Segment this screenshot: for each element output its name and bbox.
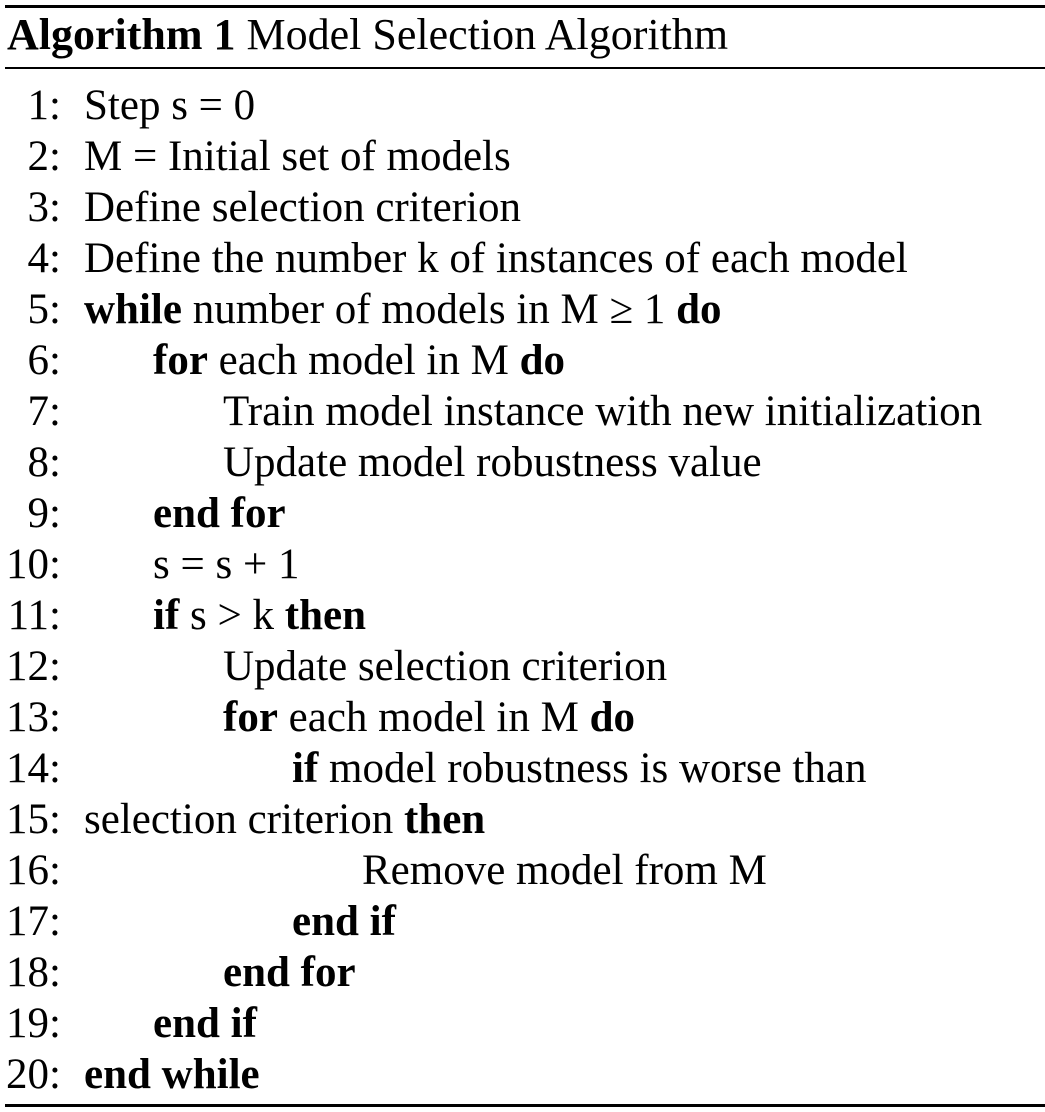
keyword: then — [403, 796, 486, 843]
statement-text: M = Initial set of models — [84, 133, 511, 180]
line-text: Step s = 0 — [84, 80, 255, 131]
algorithm-line: 17: end if — [0, 896, 1045, 947]
statement-text: Train model instance with new initializa… — [223, 388, 983, 435]
line-number: 16: — [6, 847, 61, 894]
algorithm-line: 3: Define selection criterion — [0, 182, 1045, 233]
algorithm-line: 16: Remove model from M — [0, 845, 1045, 896]
statement-text: Define the number k of instances of each… — [84, 235, 908, 282]
line-text: selection criterion then — [84, 794, 485, 845]
line-number: 19: — [6, 1000, 61, 1047]
line-text: end for — [153, 488, 286, 539]
line-number: 7: — [27, 388, 61, 435]
line-text: Remove model from M — [362, 845, 767, 896]
algorithm-line: 1: Step s = 0 — [0, 80, 1045, 131]
algorithm-line: 10: s = s + 1 — [0, 539, 1045, 590]
keyword: do — [519, 337, 565, 384]
keyword: end for — [223, 949, 356, 996]
line-number: 15: — [6, 796, 61, 843]
line-text: end if — [153, 998, 257, 1049]
line-number: 6: — [27, 337, 61, 384]
line-number: 10: — [6, 541, 61, 588]
keyword: end for — [153, 490, 286, 537]
statement-text: Update model robustness value — [223, 439, 762, 486]
keyword: while — [84, 286, 182, 333]
line-text: end if — [292, 896, 396, 947]
keyword: if — [292, 745, 319, 792]
caption-rule — [5, 67, 1045, 69]
keyword: for — [153, 337, 208, 384]
keyword: do — [589, 694, 635, 741]
line-text: Train model instance with new initializa… — [223, 386, 982, 437]
line-number: 2: — [27, 133, 61, 180]
algorithm-line: 18: end for — [0, 947, 1045, 998]
line-text: while number of models in M ≥ 1 do — [84, 284, 722, 335]
algorithm-line: 6: for each model in M do — [0, 335, 1045, 386]
line-text: Define selection criterion — [84, 182, 521, 233]
line-number: 5: — [27, 286, 61, 333]
line-number: 13: — [6, 694, 61, 741]
algorithm-line: 5: while number of models in M ≥ 1 do — [0, 284, 1045, 335]
top-rule — [5, 5, 1045, 8]
line-text: if s > k then — [153, 590, 366, 641]
keyword: end if — [292, 898, 396, 945]
keyword: for — [223, 694, 278, 741]
statement-text: Step s = 0 — [84, 82, 256, 129]
line-number: 20: — [6, 1051, 61, 1098]
bottom-rule — [5, 1104, 1045, 1107]
line-text: end for — [223, 947, 356, 998]
line-text: Update selection criterion — [223, 641, 667, 692]
statement-text: Define selection criterion — [84, 184, 521, 231]
line-text: if model robustness is worse than — [292, 743, 866, 794]
line-number: 11: — [7, 592, 61, 639]
algorithm-line: 7: Train model instance with new initiali… — [0, 386, 1045, 437]
algorithm-line: 12: Update selection criterion — [0, 641, 1045, 692]
line-text: end while — [84, 1049, 260, 1100]
line-number: 1: — [27, 82, 61, 129]
statement-text: s > k — [179, 592, 285, 639]
line-text: for each model in M do — [223, 692, 635, 743]
keyword: end while — [84, 1051, 260, 1098]
line-number: 3: — [27, 184, 61, 231]
algorithm-line: 20: end while — [0, 1049, 1045, 1100]
line-text: for each model in M do — [153, 335, 565, 386]
statement-text: model robustness is worse than — [318, 745, 867, 792]
line-number: 14: — [6, 745, 61, 792]
statement-text: s = s + 1 — [153, 541, 300, 588]
keyword: then — [284, 592, 366, 639]
algorithm-line: 15: selection criterion then — [0, 794, 1045, 845]
algorithm-label: Algorithm 1 — [7, 10, 236, 59]
statement-text: selection criterion — [84, 796, 404, 843]
line-text: Define the number k of instances of each… — [84, 233, 908, 284]
algorithm-line: 11: if s > k then — [0, 590, 1045, 641]
algorithm-line: 19: end if — [0, 998, 1045, 1049]
statement-text: number of models in M ≥ 1 — [181, 286, 677, 333]
line-number: 9: — [27, 490, 61, 537]
line-text: M = Initial set of models — [84, 131, 511, 182]
algorithm-line: 13: for each model in M do — [0, 692, 1045, 743]
line-number: 4: — [27, 235, 61, 282]
statement-text: Remove model from M — [362, 847, 767, 894]
algorithm-line: 14: if model robustness is worse than — [0, 743, 1045, 794]
line-number: 17: — [6, 898, 61, 945]
line-number: 8: — [27, 439, 61, 486]
algorithm-line: 9: end for — [0, 488, 1045, 539]
line-text: s = s + 1 — [153, 539, 299, 590]
algorithm-caption: Algorithm 1 Model Selection Algorithm — [7, 8, 728, 66]
line-number: 18: — [6, 949, 61, 996]
statement-text: Update selection criterion — [223, 643, 668, 690]
statement-text: each model in M — [207, 337, 520, 384]
algorithm-line: 2: M = Initial set of models — [0, 131, 1045, 182]
keyword: do — [676, 286, 722, 333]
algorithm-title: Model Selection Algorithm — [246, 10, 729, 59]
keyword: end if — [153, 1000, 257, 1047]
keyword: if — [153, 592, 180, 639]
algorithm-line: 4: Define the number k of instances of ea… — [0, 233, 1045, 284]
line-text: Update model robustness value — [223, 437, 762, 488]
algorithm-line: 8: Update model robustness value — [0, 437, 1045, 488]
statement-text: each model in M — [277, 694, 590, 741]
line-number: 12: — [6, 643, 61, 690]
